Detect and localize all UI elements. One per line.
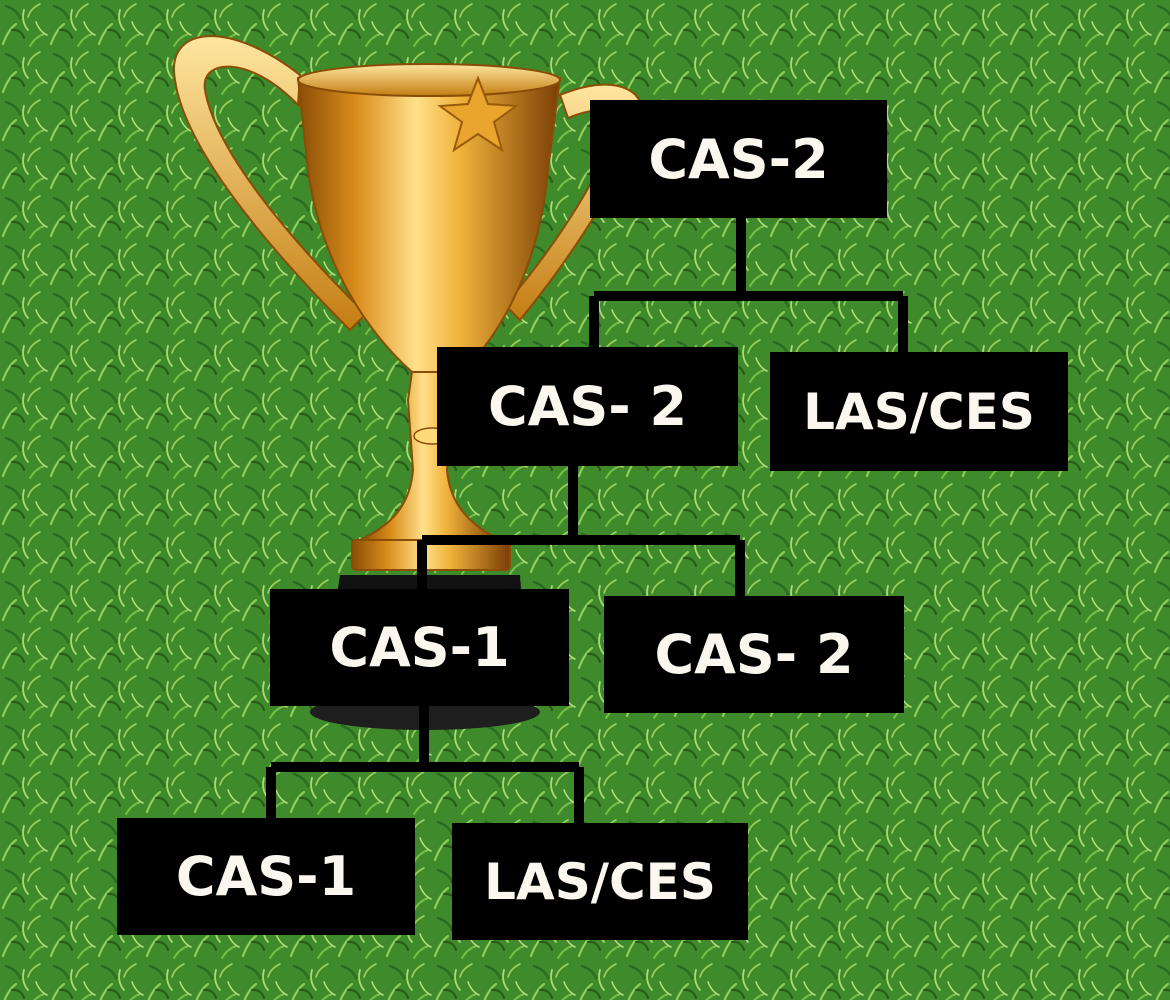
- bracket-box-round1-b: LAS/CES: [452, 823, 748, 940]
- bracket-box-final: CAS-2: [590, 100, 887, 218]
- connector-semifinal-a: [417, 466, 745, 596]
- bracket-label-semifinal-b: LAS/CES: [803, 382, 1035, 441]
- bracket-box-quarter-b: CAS- 2: [604, 596, 904, 713]
- connector-quarter-a: [266, 706, 584, 823]
- connector-final: [589, 218, 908, 352]
- bracket-label-quarter-a: CAS-1: [329, 616, 510, 679]
- bracket-box-semifinal-b: LAS/CES: [770, 352, 1068, 471]
- bracket-box-quarter-a: CAS-1: [270, 589, 569, 706]
- bracket-label-final: CAS-2: [648, 127, 829, 191]
- bracket-box-semifinal-a: CAS- 2: [437, 347, 738, 466]
- bracket-label-semifinal-a: CAS- 2: [487, 375, 688, 438]
- bracket-box-round1-a: CAS-1: [117, 818, 415, 935]
- bracket-connectors: [266, 218, 908, 823]
- bracket-label-round1-a: CAS-1: [175, 845, 357, 908]
- bracket-label-quarter-b: CAS- 2: [654, 623, 854, 686]
- bracket-label-round1-b: LAS/CES: [484, 852, 716, 911]
